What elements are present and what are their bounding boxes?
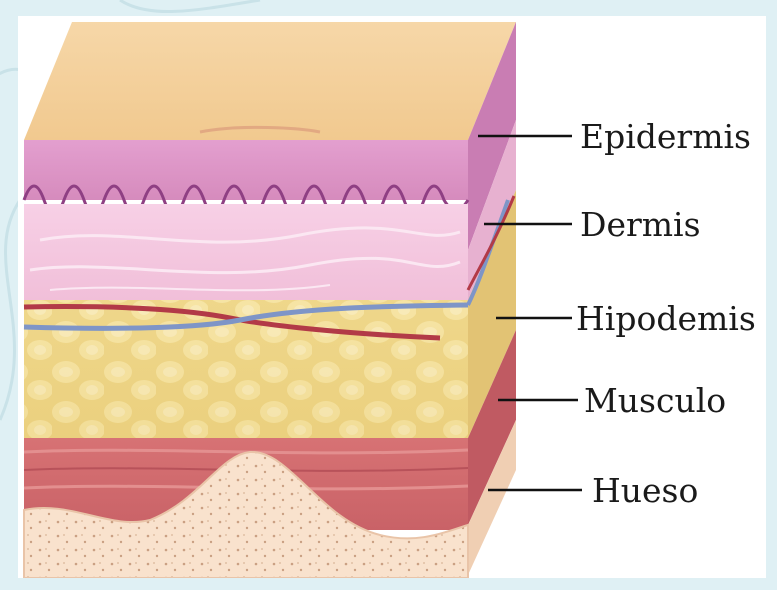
label-hueso: Hueso <box>592 471 698 510</box>
label-hipodermis: Hipodemis <box>576 299 756 338</box>
label-musculo: Musculo <box>584 381 726 420</box>
skin-layers-diagram: Epidermis Dermis Hipodemis Musculo Hueso <box>18 16 766 578</box>
label-epidermis: Epidermis <box>580 117 751 156</box>
label-dermis: Dermis <box>580 205 701 244</box>
skin-surface <box>24 22 516 140</box>
dermis-layer <box>24 204 468 300</box>
diagram-card: Epidermis Dermis Hipodemis Musculo Hueso <box>18 16 766 578</box>
